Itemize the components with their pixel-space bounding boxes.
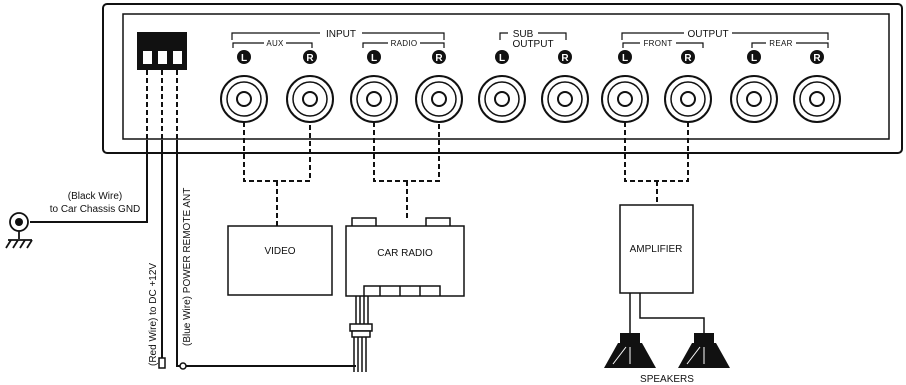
front-label: FRONT	[643, 39, 672, 48]
ground-icon	[5, 212, 33, 249]
speaker-icon	[604, 333, 656, 368]
rear-label: REAR	[769, 39, 792, 48]
amplifier-device: AMPLIFIER	[619, 204, 694, 294]
radio-label: RADIO	[391, 39, 418, 48]
rca-jack-rear-l: L	[730, 50, 778, 123]
black-wire-label-line1: (Black Wire)	[68, 191, 122, 202]
rca-jack-aux-r: R	[286, 50, 334, 123]
car-radio-harness	[349, 285, 441, 372]
aux-label: AUX	[266, 39, 284, 48]
left-marker: L	[241, 53, 247, 64]
power-terminal-block	[137, 32, 187, 70]
red-wire-label: (Red Wire) to DC +12V	[148, 263, 159, 366]
black-wire-label-line2: to Car Chassis GND	[50, 204, 141, 215]
sub-output-label-line1: SUB	[513, 29, 534, 40]
input-label: INPUT	[326, 29, 356, 40]
output-label: OUTPUT	[687, 29, 728, 40]
rca-jack-front-r: R	[664, 50, 712, 123]
red-wire-terminal	[158, 357, 166, 369]
blue-wire-connector	[179, 362, 187, 370]
right-marker: R	[813, 53, 821, 64]
amplifier-label: AMPLIFIER	[630, 244, 683, 255]
rca-jack-radio-r: R	[415, 50, 463, 123]
group-brackets	[231, 32, 829, 48]
car-radio-device: CAR RADIO	[345, 217, 465, 297]
left-marker: L	[622, 53, 628, 64]
left-marker: L	[499, 53, 505, 64]
speaker-icon	[678, 333, 730, 368]
right-marker: R	[561, 53, 569, 64]
blue-wire-label: (Blue Wire) POWER REMOTE ANT	[182, 188, 193, 346]
car-radio-label: CAR RADIO	[377, 248, 433, 259]
sub-output-label-line2: OUTPUT	[512, 39, 553, 50]
speakers-label: SPEAKERS	[640, 374, 694, 385]
right-marker: R	[435, 53, 443, 64]
video-label: VIDEO	[264, 246, 295, 257]
rca-jack-rear-r: R	[793, 50, 841, 123]
rca-jack-aux-l: L	[220, 50, 268, 123]
rca-jack-sub-l: L	[478, 50, 526, 123]
left-marker: L	[751, 53, 757, 64]
speaker-wires	[629, 293, 705, 333]
rca-connections	[243, 122, 689, 226]
left-marker: L	[371, 53, 377, 64]
rca-jack-sub-r: R	[541, 50, 589, 123]
right-marker: R	[306, 53, 314, 64]
group-labels: INPUT AUX RADIO SUB OUTPUT OUTPUT FRONT …	[266, 29, 792, 50]
right-marker: R	[684, 53, 692, 64]
video-device: VIDEO	[227, 225, 333, 296]
rca-jack-front-l: L	[601, 50, 649, 123]
power-wires	[30, 70, 356, 367]
